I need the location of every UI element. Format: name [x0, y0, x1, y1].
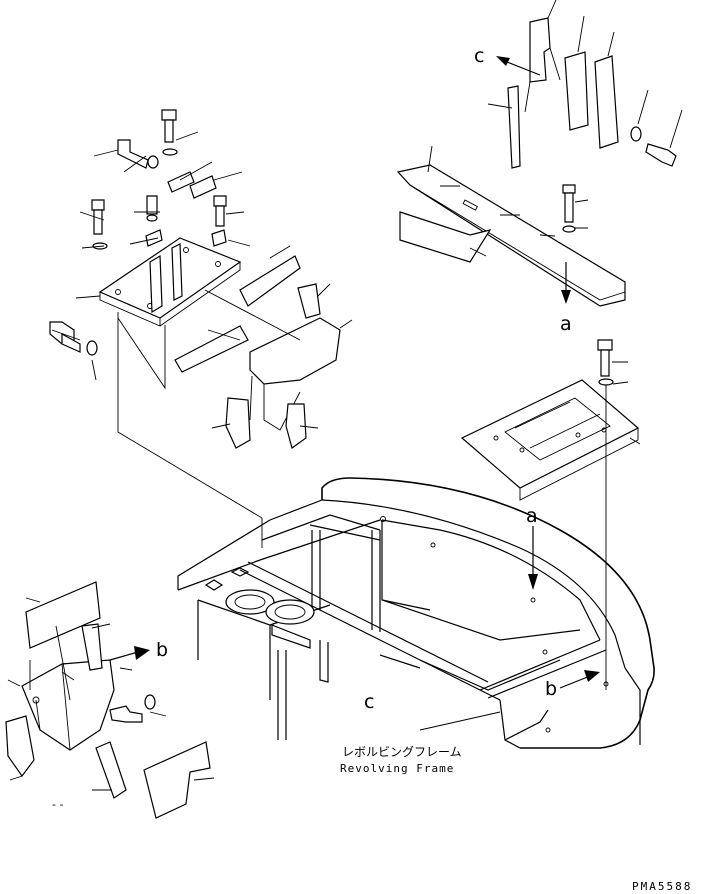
- top-left-bracket-assembly: [49, 109, 353, 548]
- dash-mark: - -: [52, 798, 63, 811]
- frame-label-english: Revolving Frame: [340, 762, 454, 775]
- revolving-frame: [177, 477, 655, 749]
- top-right-cover-assembly: [396, 0, 683, 307]
- label-a-frame: a: [526, 505, 538, 527]
- label-c-top: c: [474, 45, 484, 67]
- frame-label-leader: [419, 711, 501, 731]
- label-a-top: a: [560, 313, 572, 335]
- lower-left-cover-assembly: [5, 581, 215, 819]
- label-b-frame: b: [545, 678, 557, 700]
- drawing-code: PMA5588: [632, 880, 692, 893]
- label-c-frame: c: [364, 691, 374, 713]
- right-floor-plate: [460, 339, 641, 690]
- label-b-left: b: [156, 639, 168, 661]
- frame-label-japanese: レボルビングフレーム: [342, 745, 462, 759]
